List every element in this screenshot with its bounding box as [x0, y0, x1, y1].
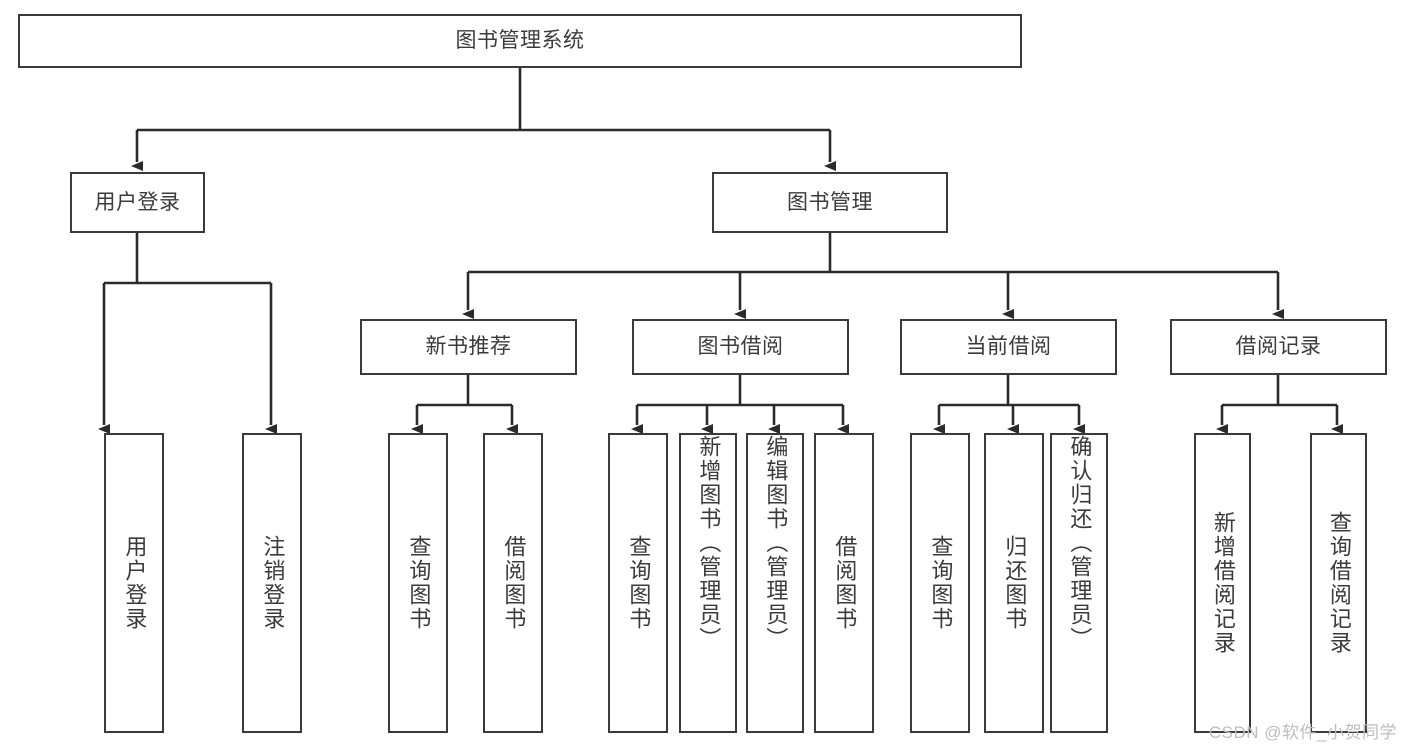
node-label: 借阅图书 [501, 535, 527, 631]
node-leaf-borrow-book-1[interactable]: 借阅图书 [483, 433, 543, 733]
node-book-borrow[interactable]: 图书借阅 [632, 319, 849, 375]
node-leaf-borrow-book-2[interactable]: 借阅图书 [814, 433, 874, 733]
node-leaf-confirm-return[interactable]: 确认归还（管理员） [1050, 433, 1108, 733]
node-label: 用户登录 [122, 535, 148, 631]
node-leaf-query-book-3[interactable]: 查询图书 [910, 433, 970, 733]
node-leaf-add-borrow-record[interactable]: 新增借阅记录 [1194, 433, 1251, 733]
watermark-text: CSDN @软件_小贺同学 [1208, 723, 1397, 742]
node-label: 图书借阅 [697, 335, 784, 359]
node-label: 查询图书 [928, 535, 954, 631]
node-label: 借阅记录 [1235, 335, 1322, 359]
node-label: 归还图书 [1002, 535, 1028, 631]
node-book-management[interactable]: 图书管理 [712, 172, 948, 233]
node-label: 查询借阅记录 [1326, 511, 1352, 655]
node-label: 当前借阅 [965, 335, 1052, 359]
node-label: 查询图书 [406, 535, 432, 631]
node-label: 新增借阅记录 [1210, 511, 1236, 655]
node-borrow-record[interactable]: 借阅记录 [1170, 319, 1387, 375]
node-leaf-user-login[interactable]: 用户登录 [104, 433, 164, 733]
node-new-book-recommend[interactable]: 新书推荐 [360, 319, 577, 375]
node-leaf-edit-book[interactable]: 编辑图书（管理员） [746, 433, 804, 733]
node-label: 查询图书 [626, 535, 652, 631]
node-leaf-return-book[interactable]: 归还图书 [984, 433, 1044, 733]
node-root-system[interactable]: 图书管理系统 [18, 14, 1022, 68]
node-label: 注销登录 [260, 535, 286, 631]
node-leaf-add-book[interactable]: 新增图书（管理员） [679, 433, 737, 733]
node-label: 用户登录 [94, 190, 181, 214]
node-label: 新书推荐 [425, 335, 512, 359]
node-label: 图书管理 [787, 190, 873, 214]
node-label: 借阅图书 [832, 535, 858, 631]
node-label: 图书管理系统 [455, 29, 585, 53]
node-label: 新增图书（管理员） [696, 435, 722, 651]
node-user-login[interactable]: 用户登录 [70, 172, 205, 233]
node-leaf-query-borrow-record[interactable]: 查询借阅记录 [1310, 433, 1367, 733]
node-label: 编辑图书（管理员） [763, 435, 789, 651]
node-current-borrow[interactable]: 当前借阅 [900, 319, 1117, 375]
node-leaf-query-book-2[interactable]: 查询图书 [608, 433, 668, 733]
node-leaf-query-book-1[interactable]: 查询图书 [388, 433, 448, 733]
node-leaf-logout-login[interactable]: 注销登录 [242, 433, 302, 733]
node-label: 确认归还（管理员） [1067, 435, 1093, 651]
